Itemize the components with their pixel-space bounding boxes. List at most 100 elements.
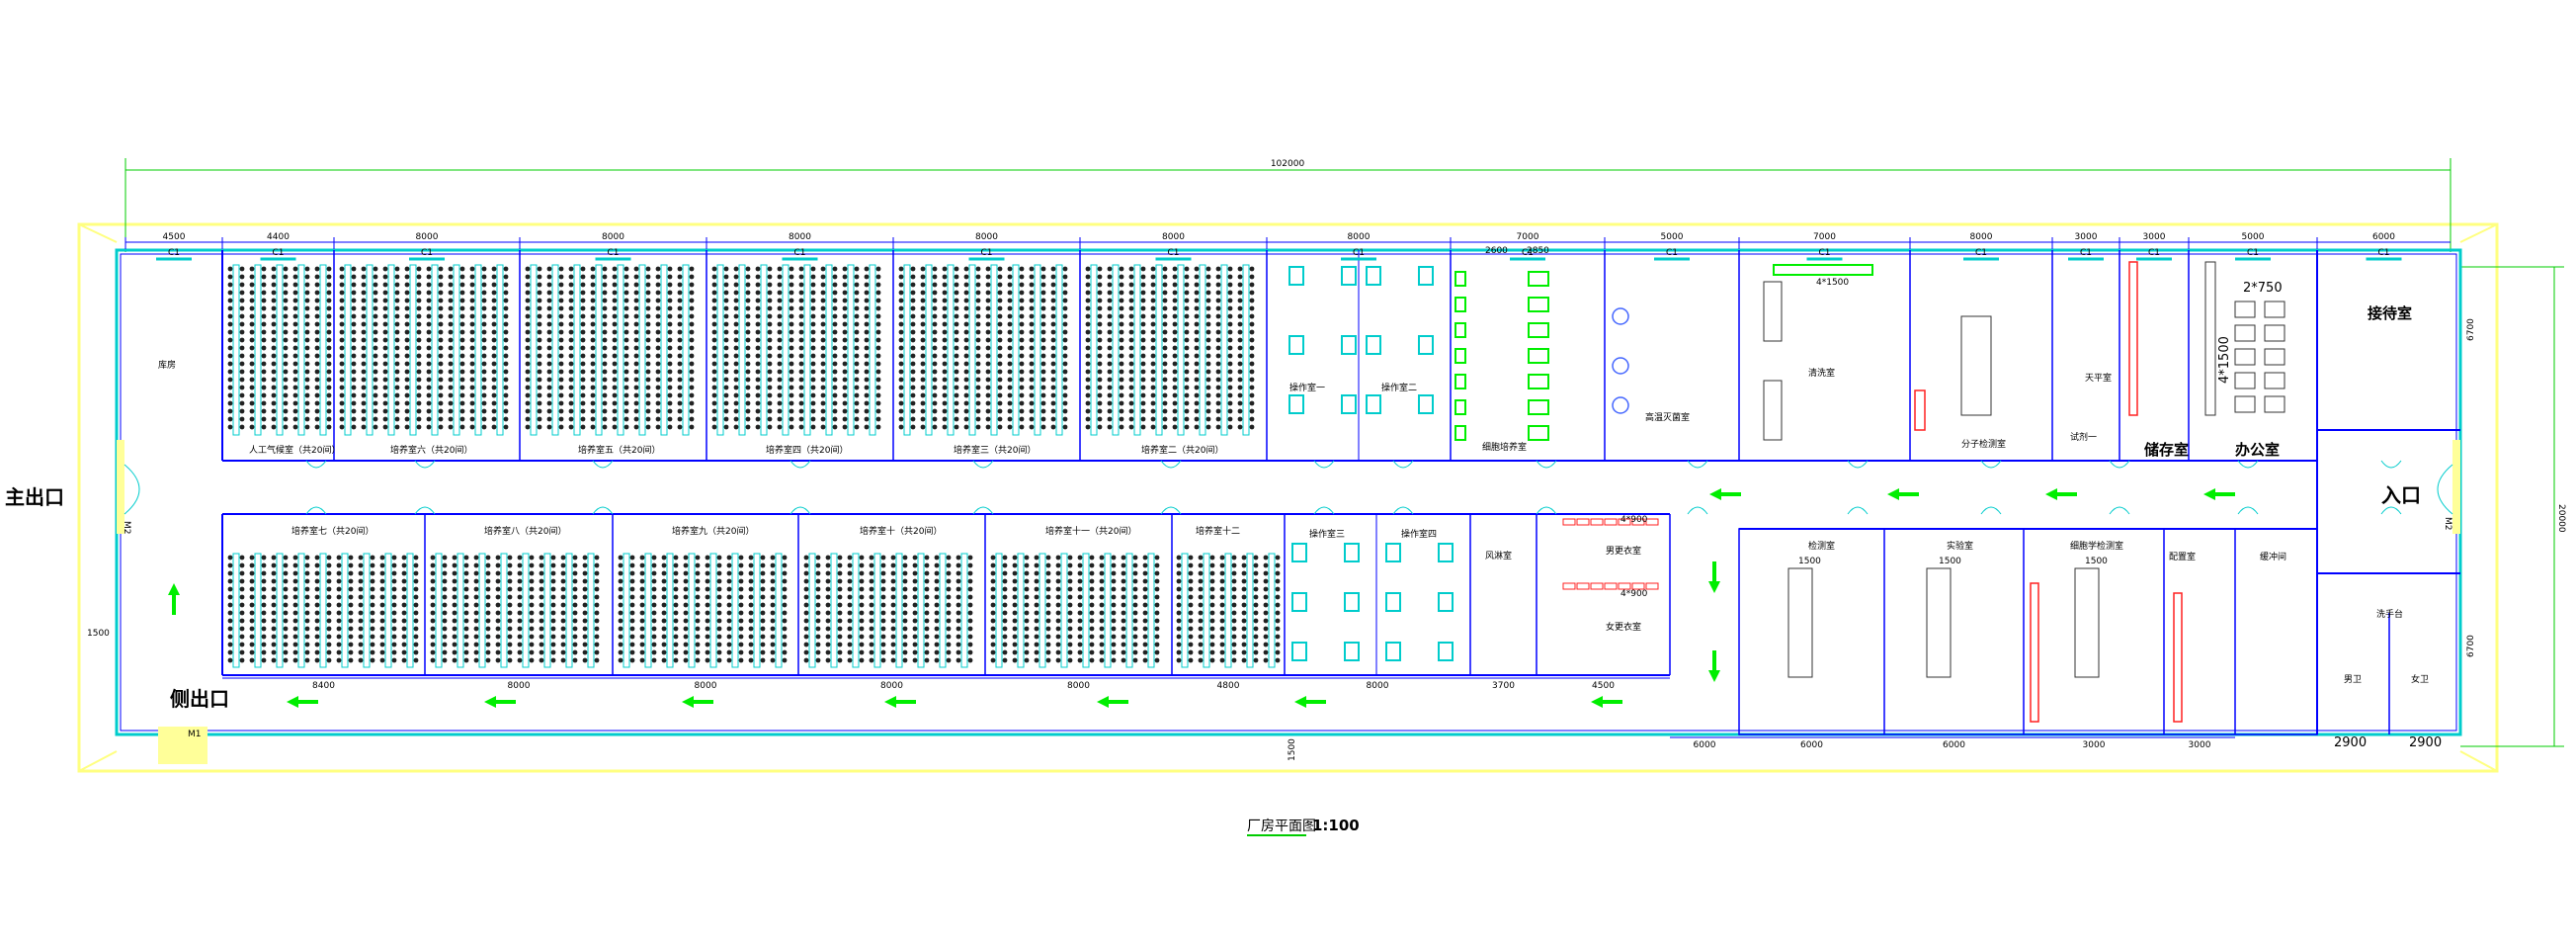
seat (348, 586, 354, 592)
seat (459, 290, 465, 296)
seat (1219, 555, 1225, 561)
flow-arrow-left (1591, 696, 1622, 708)
seat (1062, 353, 1068, 359)
seat (745, 329, 751, 335)
seat (463, 626, 469, 632)
seat (382, 353, 388, 359)
seat (546, 298, 552, 303)
seat (1198, 626, 1204, 632)
seat (292, 657, 298, 663)
seat (705, 586, 710, 592)
seat (1119, 321, 1124, 327)
seat (1029, 266, 1035, 272)
seat (854, 392, 860, 398)
seat (413, 578, 419, 584)
seat (507, 642, 513, 647)
seat (370, 642, 375, 647)
seat (271, 305, 277, 311)
seat (760, 594, 766, 600)
seat (1231, 578, 1237, 584)
seat (292, 555, 298, 561)
seat (1099, 610, 1105, 616)
seat (525, 385, 531, 390)
seat (590, 298, 596, 303)
desk-bench (366, 264, 374, 436)
seat (1007, 377, 1013, 383)
seat (1162, 353, 1168, 359)
seat (1227, 392, 1233, 398)
seat (677, 298, 683, 303)
seat (920, 298, 926, 303)
seat (416, 298, 422, 303)
seat (954, 353, 959, 359)
seat (558, 377, 564, 383)
desk-bench (947, 264, 955, 436)
seat (832, 290, 838, 296)
seat (1227, 298, 1233, 303)
seat (517, 578, 523, 584)
seat (292, 282, 298, 288)
seat (912, 618, 918, 624)
seat (503, 408, 509, 414)
seat (1154, 610, 1160, 616)
seat (304, 353, 310, 359)
seat (361, 353, 367, 359)
seat (1205, 424, 1211, 430)
seat (985, 313, 991, 319)
seat (777, 353, 783, 359)
seat (1205, 274, 1211, 280)
seat (1107, 313, 1113, 319)
seat (985, 424, 991, 430)
room-label-c4: 培养室四（共20间） (766, 444, 848, 456)
bottom-dim-value: 3000 (2189, 740, 2211, 750)
seat (655, 337, 661, 343)
seat (463, 555, 469, 561)
seat (924, 642, 930, 647)
seat (438, 298, 444, 303)
seat (954, 408, 959, 414)
seat (1099, 642, 1105, 647)
seat (1111, 610, 1117, 616)
seat (1215, 313, 1221, 319)
seat (537, 298, 542, 303)
seat (485, 555, 491, 561)
seat (485, 626, 491, 632)
seat (1128, 305, 1134, 311)
seat (875, 329, 881, 335)
seat (361, 329, 367, 335)
seat (1029, 400, 1035, 406)
seat (227, 642, 233, 647)
office-desk (2234, 372, 2256, 389)
seat (880, 602, 886, 608)
seat (590, 337, 596, 343)
seat (370, 570, 375, 576)
seat (869, 626, 874, 632)
room-label-op2: 操作室二 (1381, 382, 1417, 393)
seat (537, 290, 542, 296)
seat (1140, 369, 1146, 375)
seat (1050, 266, 1056, 272)
seat (1019, 305, 1025, 311)
seat (946, 634, 952, 640)
seat (820, 408, 826, 414)
top-dim-value: 4400 (267, 232, 290, 242)
room-label-office: 办公室 (2235, 441, 2280, 459)
seat (864, 345, 870, 351)
seat (1119, 369, 1124, 375)
seat (755, 290, 761, 296)
seat (854, 369, 860, 375)
seat (782, 602, 788, 608)
seat (963, 274, 969, 280)
seat (869, 570, 874, 576)
desk-bench (1268, 553, 1276, 668)
seat (770, 618, 776, 624)
seat (1019, 321, 1025, 327)
seat (875, 313, 881, 319)
seat (382, 424, 388, 430)
desk-block (339, 264, 509, 436)
seat (832, 298, 838, 303)
door-swing (2109, 460, 2130, 469)
seat (1188, 586, 1194, 592)
bench (1454, 374, 1466, 389)
seat (661, 657, 667, 663)
